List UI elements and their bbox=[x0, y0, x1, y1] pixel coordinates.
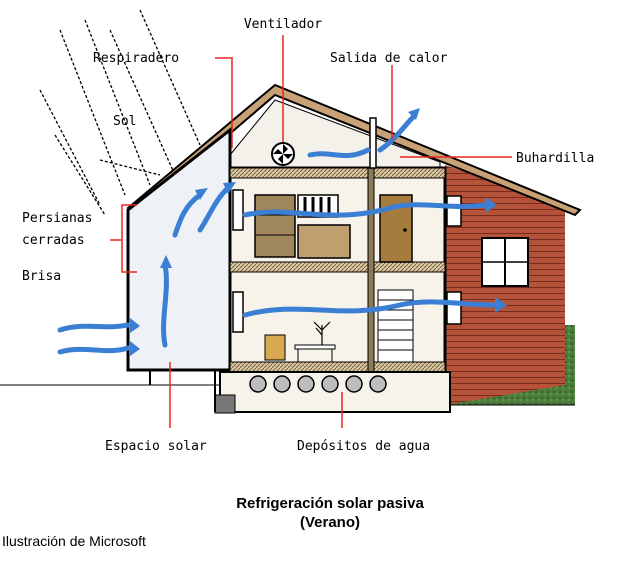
left-lower-vent bbox=[232, 291, 244, 333]
ground-line bbox=[0, 384, 575, 406]
right-upper-vent bbox=[446, 195, 462, 227]
chair bbox=[264, 334, 286, 361]
heat-outlet-pipe bbox=[369, 117, 377, 169]
interior-wall bbox=[367, 167, 375, 374]
label-ventilador: Ventilador bbox=[244, 17, 322, 32]
ground-floor-slab bbox=[229, 361, 446, 373]
label-sol: Sol bbox=[113, 114, 136, 129]
bookshelf bbox=[254, 194, 296, 258]
label-persianas-line2: cerradas bbox=[22, 233, 85, 248]
bed bbox=[297, 224, 351, 259]
leader-lines bbox=[110, 35, 512, 428]
illustration-credit: Ilustración de Microsoft bbox=[2, 533, 146, 549]
label-espacio-solar: Espacio solar bbox=[105, 439, 207, 454]
staircase bbox=[377, 289, 414, 363]
label-depositos-agua: Depósitos de agua bbox=[297, 439, 430, 454]
air-flow-arrows bbox=[57, 112, 498, 355]
table bbox=[294, 344, 336, 350]
plant bbox=[313, 321, 331, 345]
label-brisa: Brisa bbox=[22, 269, 61, 284]
left-upper-vent bbox=[232, 189, 244, 231]
label-persianas-line1: Persianas bbox=[22, 211, 92, 226]
water-tanks bbox=[249, 375, 387, 393]
right-lower-vent bbox=[446, 291, 462, 325]
upper-floor-slab bbox=[229, 261, 446, 273]
caption-subtitle: (Verano) bbox=[299, 514, 360, 531]
caption-title: Refrigeración solar pasiva bbox=[236, 495, 424, 512]
label-respiradero: Respiradero bbox=[93, 51, 179, 66]
ceiling-slab bbox=[229, 167, 446, 179]
foundation-footing-left bbox=[214, 394, 236, 414]
label-buhardilla: Buhardilla bbox=[516, 151, 594, 166]
ventilator-fan bbox=[271, 142, 295, 166]
label-salida-calor: Salida de calor bbox=[330, 51, 448, 66]
sun-rays bbox=[39, 9, 201, 216]
air-flow-arrowheads bbox=[130, 108, 507, 356]
basement-wall bbox=[149, 369, 216, 412]
